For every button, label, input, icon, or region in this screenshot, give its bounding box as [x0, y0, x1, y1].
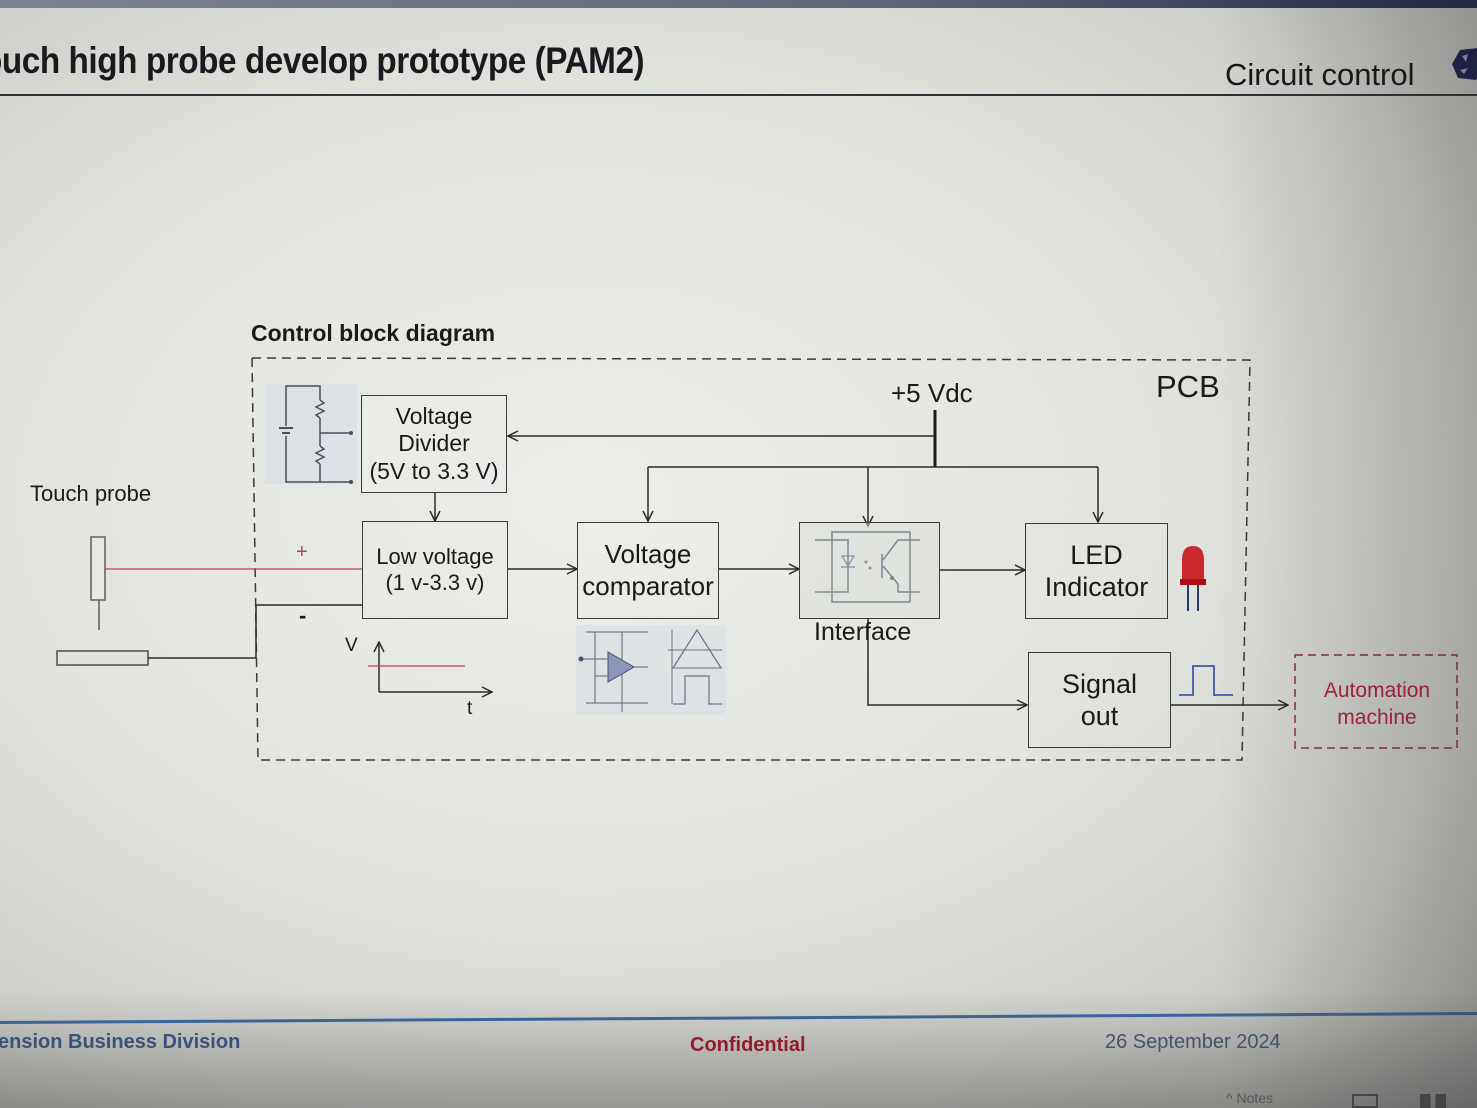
automation-machine-line2: machine — [1337, 706, 1417, 730]
normal-view-icon[interactable] — [1352, 1094, 1378, 1108]
notes-button[interactable]: ^ Notes — [1226, 1090, 1273, 1106]
voltage-comparator-line2: comparator — [582, 570, 714, 601]
signal-out-line1: Signal — [1061, 668, 1138, 699]
graph-v-label: V — [345, 635, 358, 656]
automation-machine-boundary — [1294, 654, 1458, 749]
touch-probe-label: Touch probe — [30, 481, 152, 506]
led-indicator-line1: LED — [1070, 539, 1123, 570]
header-divider — [0, 94, 1477, 96]
section-title: Circuit control — [1225, 57, 1415, 92]
interface-block — [799, 522, 940, 619]
footer-date: 26 September 2024 — [1105, 1031, 1281, 1053]
interface-label: Interface — [814, 618, 912, 646]
led-indicator-block: LED Indicator — [1025, 523, 1168, 619]
probe-negative-wire — [148, 604, 362, 659]
voltage-comparator-line1: Voltage — [604, 539, 692, 570]
window-top-edge — [0, 0, 1477, 8]
comparator-schematic-icon — [576, 625, 726, 715]
negative-terminal-sign: - — [299, 603, 307, 628]
voltage-divider-line2: Divider — [398, 430, 470, 457]
notes-label: Notes — [1236, 1090, 1274, 1106]
workpiece — [56, 650, 149, 666]
pcb-boundary — [251, 357, 1251, 761]
supply-voltage-label: +5 Vdc — [891, 378, 973, 408]
automation-machine-line1: Automation — [1323, 679, 1431, 702]
voltage-divider-line1: Voltage — [395, 402, 473, 429]
footer-division: ension Business Division — [0, 1031, 241, 1053]
divider-schematic-icon — [265, 384, 357, 484]
positive-terminal-sign: + — [296, 541, 308, 563]
chevron-up-icon: ^ — [1226, 1090, 1233, 1106]
graph-t-label: t — [467, 698, 473, 719]
voltage-comparator-block: Voltage comparator — [577, 522, 719, 619]
voltage-divider-line3: (5V to 3.3 V) — [369, 457, 499, 484]
diagram-caption: Control block diagram — [251, 320, 496, 346]
red-led-icon — [1180, 546, 1206, 611]
footer-confidential: Confidential — [690, 1034, 806, 1056]
interface-to-signal — [867, 618, 1027, 705]
pcb-label: PCB — [1156, 369, 1220, 404]
slide-sorter-view-icon[interactable] — [1420, 1094, 1446, 1108]
touch-probe-body — [90, 536, 106, 601]
signal-out-line2: out — [1080, 701, 1119, 731]
automation-machine-label: Automation machine — [1298, 677, 1456, 732]
pulse-waveform-icon — [1179, 665, 1233, 696]
low-voltage-block: Low voltage (1 v-3.3 v) — [362, 521, 508, 619]
low-voltage-line1: Low voltage — [376, 543, 494, 569]
voltage-divider-block: Voltage Divider (5V to 3.3 V) — [361, 395, 507, 493]
led-indicator-line2: Indicator — [1044, 572, 1149, 602]
company-logo-icon — [1452, 48, 1477, 80]
slide-title: ouch high probe develop prototype (PAM2) — [0, 40, 645, 81]
low-voltage-line2: (1 v-3.3 v) — [385, 570, 485, 595]
signal-out-block: Signal out — [1028, 652, 1171, 748]
